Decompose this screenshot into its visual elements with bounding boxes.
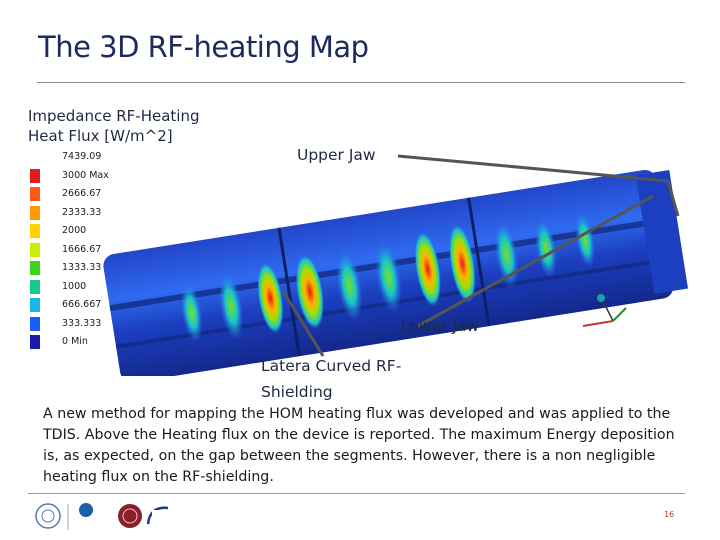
- lower-jaw-label: Lower Jaw: [401, 317, 480, 335]
- colorbar-entry: 1000: [28, 278, 168, 296]
- colorbar-label: 7439.09: [62, 151, 102, 162]
- colorbar-entry: 1333.33: [28, 259, 168, 277]
- colorbar-label: 0 Min: [62, 336, 88, 347]
- legend-title-line-2: Heat Flux [W/m^2]: [28, 127, 173, 145]
- colorbar-swatch: [30, 168, 40, 183]
- colorbar-swatch: [30, 224, 40, 238]
- cern-logo: [35, 503, 61, 529]
- colorbar-swatch: [30, 187, 40, 201]
- colorbar-swatch: [30, 298, 40, 312]
- rf-heating-3d-render: [103, 154, 689, 376]
- colorbar-label: 1000: [62, 280, 87, 292]
- colorbar-label: 3000 Max: [62, 169, 109, 181]
- lateral-shielding-label: Latera Curved RF- Shielding: [261, 353, 401, 405]
- infn-logo: [146, 506, 198, 525]
- colorbar-swatch: [30, 335, 40, 349]
- colorbar-swatch: [30, 261, 40, 275]
- colorbar-entry: 0 Min: [28, 333, 168, 351]
- upper-jaw-label: Upper Jaw: [297, 146, 376, 164]
- colorbar-swatch: [30, 205, 40, 220]
- axis-triad: [582, 290, 627, 327]
- colorbar-entry: 7439.09: [28, 148, 168, 166]
- colorbar-entry: 2333.33: [28, 204, 168, 222]
- colorbar-label: 2666.67: [62, 188, 102, 199]
- description-paragraph: A new method for mapping the HOM heating…: [43, 406, 675, 485]
- colorbar-entry: 3000 Max: [28, 167, 168, 185]
- colorbar-label: 2333.33: [62, 206, 102, 218]
- colorbar-entry: 666.667: [28, 296, 168, 314]
- lateral-shielding-line-2: Shielding: [261, 383, 333, 401]
- colorbar-swatch: [30, 150, 40, 164]
- colorbar-label: 333.333: [62, 317, 102, 329]
- page-number: 16: [664, 510, 675, 519]
- colorbar-swatch: [30, 279, 40, 294]
- footer-logos: [35, 503, 198, 530]
- legend-title: Impedance RF-Heating Heat Flux [W/m^2]: [28, 106, 200, 146]
- colorbar-entry: 2000: [28, 222, 168, 240]
- lateral-shielding-line-1: Latera Curved RF-: [261, 357, 402, 375]
- colorbar-label: 2000: [62, 225, 87, 236]
- title-divider: [37, 82, 685, 83]
- colorbar-label: 1333.33: [62, 262, 102, 273]
- slide-title: The 3D RF-heating Map: [38, 30, 369, 64]
- colorbar-entry: 2666.67: [28, 185, 168, 203]
- colorbar-entry: 1666.67: [28, 241, 168, 259]
- legend-title-line-1: Impedance RF-Heating: [28, 107, 200, 125]
- colorbar-label: 1666.67: [62, 243, 102, 255]
- university-seal-logo: [118, 504, 142, 528]
- colorbar-swatch: [30, 242, 40, 257]
- heat-flux-colorbar: 7439.09 3000 Max 2666.67 2333.33 2000 1666.67…: [28, 148, 168, 352]
- colorbar-swatch: [30, 316, 40, 331]
- colorbar-entry: 333.333: [28, 315, 168, 333]
- footer-divider: [28, 493, 685, 494]
- device-body: [103, 169, 689, 376]
- colorbar-label: 666.667: [62, 299, 102, 310]
- en-department-logo: [79, 503, 93, 517]
